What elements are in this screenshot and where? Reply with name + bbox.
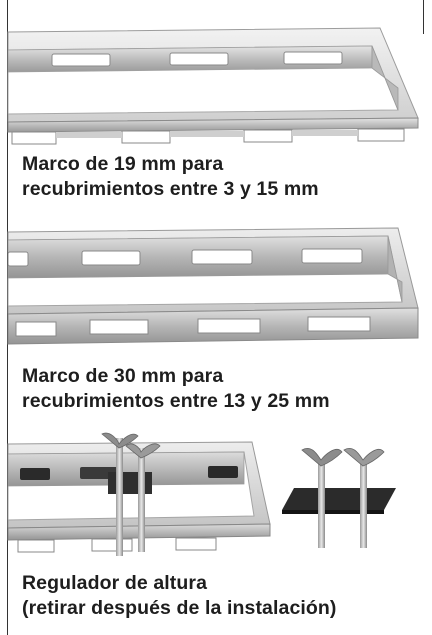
caption-frame-30mm-line2: recubrimientos entre 13 y 25 mm xyxy=(22,390,330,412)
caption-frame-19mm: Marco de 19 mm para recubrimientos entre… xyxy=(22,152,319,202)
caption-frame-30mm-line1: Marco de 30 mm para xyxy=(22,365,224,387)
frame-19mm-illustration xyxy=(7,27,419,145)
caption-height-regulator-line2: (retirar después de la instalación) xyxy=(22,597,337,619)
caption-frame-19mm-line1: Marco de 19 mm para xyxy=(22,153,224,175)
caption-frame-30mm: Marco de 30 mm para recubrimientos entre… xyxy=(22,364,330,414)
caption-height-regulator-line1: Regulador de altura xyxy=(22,572,208,594)
caption-frame-19mm-line2: recubrimientos entre 3 y 15 mm xyxy=(22,178,319,200)
frame-30mm-illustration xyxy=(7,227,419,345)
right-border-line xyxy=(423,0,424,34)
caption-height-regulator: Regulador de altura (retirar después de … xyxy=(22,571,337,621)
height-regulator-illustration xyxy=(7,432,396,556)
